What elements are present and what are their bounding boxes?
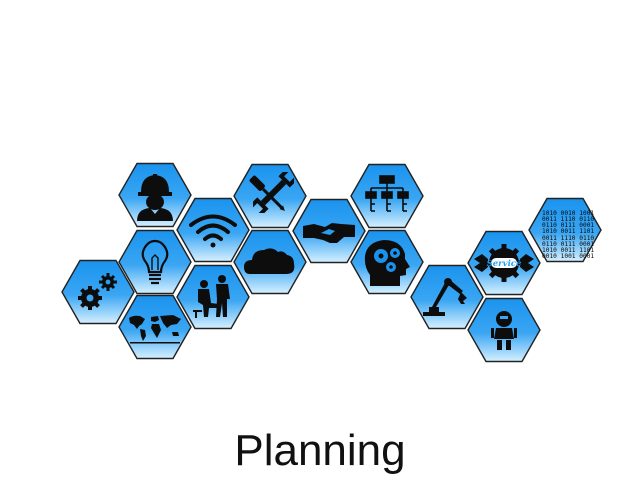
binary-line: 0011 1110 0110 (542, 216, 594, 223)
binary-line: 1010 0011 1101 (542, 228, 594, 235)
hex-tile-org-chart (350, 163, 424, 229)
hex-tile-robot (467, 297, 541, 363)
hex-tile-gears (61, 259, 135, 325)
binary-line: 0010 1001 0001 (542, 253, 594, 260)
binary-line: 1010 0010 1001 (542, 210, 594, 217)
binary-code-icon: 1010 0010 1001 0011 1110 0110 0110 0111 … (542, 210, 594, 260)
hex-tile-binary: 1010 0010 1001 0011 1110 0110 0110 0111 … (528, 197, 602, 263)
hex-tile-service: Service (467, 230, 541, 296)
hex-tile-head-gears (350, 229, 424, 295)
hex-tile-bulb (118, 229, 192, 295)
hex-tile-world-map (118, 294, 192, 360)
head-gears-icon (364, 240, 410, 286)
service-gear-icon (474, 244, 534, 282)
robot-icon (491, 311, 517, 350)
world-map-icon (129, 315, 181, 344)
hex-tile-people (176, 264, 250, 330)
caption-title: Planning (234, 426, 406, 475)
robot-arm-icon (423, 278, 467, 316)
service-label: Service (487, 259, 522, 269)
hex-tile-handshake (292, 198, 366, 264)
light-bulb-icon (141, 239, 169, 285)
hex-tile-cloud (233, 229, 307, 295)
org-chart-icon (365, 175, 409, 212)
hard-hat-worker-icon (137, 174, 173, 221)
binary-line: 0110 0111 0001 (542, 222, 594, 229)
wifi-icon (189, 214, 237, 248)
hex-tile-worker (118, 162, 192, 228)
cloud-icon (244, 248, 295, 274)
binary-line: 0011 1110 0110 (542, 235, 594, 242)
gears-icon (78, 273, 117, 310)
hex-tile-robot-arm (410, 264, 484, 330)
hex-tile-tools (233, 163, 307, 229)
binary-line: 0110 0111 0001 (542, 241, 594, 248)
hex-tile-wifi (176, 197, 250, 263)
people-meeting-icon (193, 275, 230, 318)
handshake-icon (303, 223, 355, 243)
binary-line: 1010 0011 1101 (542, 247, 594, 254)
